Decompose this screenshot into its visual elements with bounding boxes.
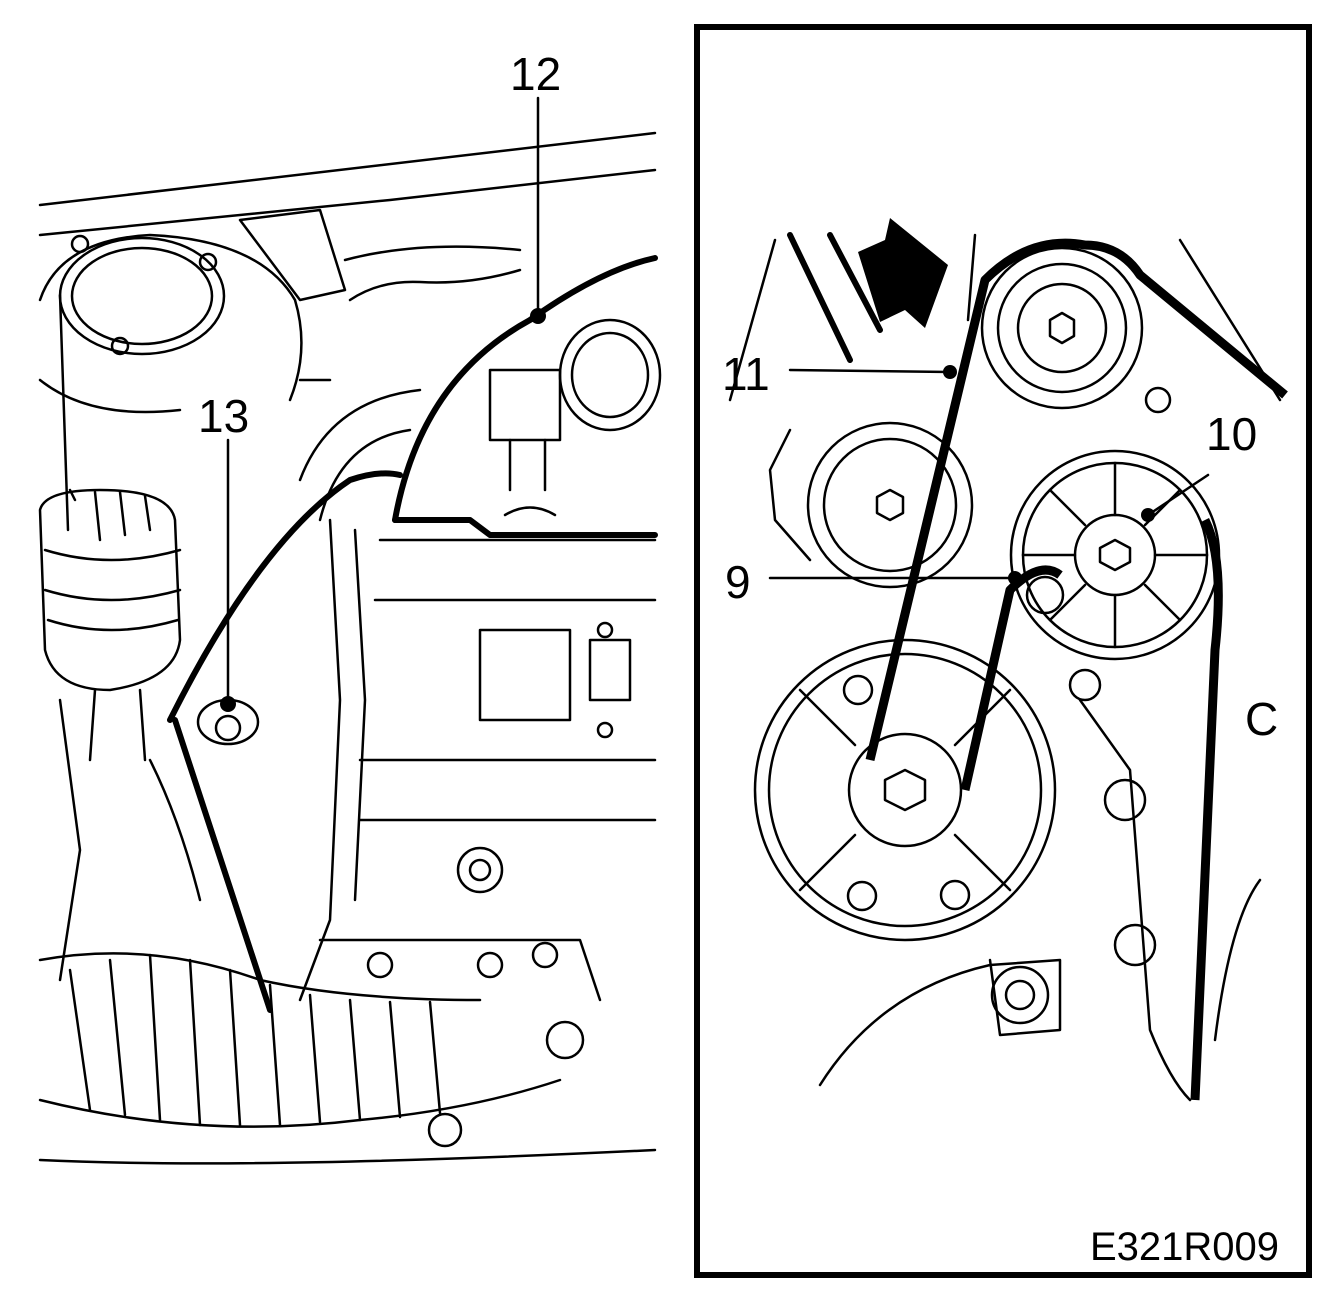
engine-compartment-view	[38, 96, 662, 1165]
belt-routing-detail	[728, 218, 1288, 1102]
coolant-reservoir	[38, 293, 182, 762]
air-intake-bellows	[38, 952, 657, 1165]
leader-12-dot	[530, 308, 546, 324]
callout-11: 11	[722, 348, 770, 400]
callout-c: C	[1245, 693, 1278, 745]
strut-tower	[38, 233, 303, 414]
callout-9: 9	[725, 556, 751, 608]
idler-pulley-top	[980, 246, 1144, 410]
callout-10: 10	[1206, 408, 1257, 460]
leader-13-dot	[220, 696, 236, 712]
accessory-pulley-left	[768, 421, 974, 589]
crankshaft-pulley	[753, 638, 1057, 942]
callout-13: 13	[198, 390, 249, 442]
oil-filler-cap	[488, 318, 662, 517]
rotation-arrow	[858, 218, 948, 328]
detail-frame	[694, 24, 1312, 1278]
figure-code: E321R009	[1090, 1225, 1279, 1269]
bolt-13	[214, 714, 242, 742]
leader-10	[1146, 473, 1210, 517]
serpentine-belt	[865, 238, 1288, 762]
valve-cover	[358, 255, 658, 822]
leader-11	[788, 368, 952, 374]
callout-12: 12	[510, 48, 561, 100]
